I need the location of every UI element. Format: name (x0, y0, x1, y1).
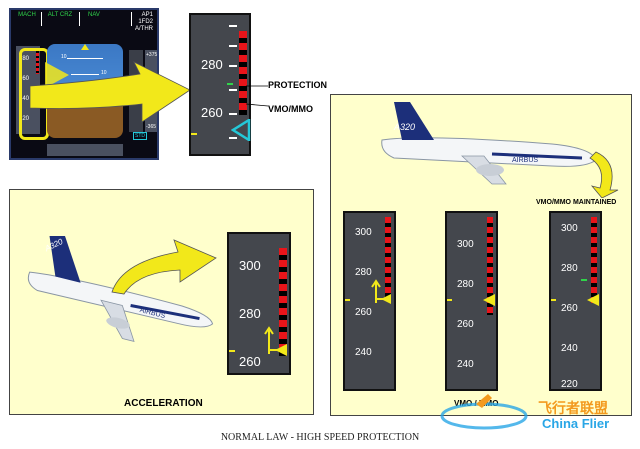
speed-tape-1: 300 280 260 240 (343, 211, 396, 391)
label-leader-lines (246, 85, 269, 107)
speed-label: 240 (355, 347, 372, 358)
heading-scale (47, 144, 123, 156)
pfd-speed-label: 280 (19, 56, 30, 62)
speed-label: 280 (355, 267, 372, 278)
acceleration-arrow-icon (111, 239, 217, 295)
speed-label: 260 (239, 354, 261, 369)
speed-label: 280 (561, 263, 578, 274)
speed-trend-triangle-icon (587, 294, 599, 306)
vmo-maintained-caption: VMO/MMO MAINTAINED (536, 199, 617, 206)
aircraft-nose-down-image: AIRBUS A320 (27, 236, 214, 342)
figure-caption: NORMAL LAW - HIGH SPEED PROTECTION (220, 432, 420, 443)
bank-pointer-icon (81, 44, 89, 50)
pitch-label: 10 (61, 54, 67, 60)
baro-std-label: STD (133, 132, 147, 140)
speed-reference-line (191, 133, 197, 135)
pitch-line (67, 58, 103, 59)
tape-tick (229, 137, 237, 139)
speed-reference-line (345, 299, 350, 301)
vmo-barber-pole (487, 217, 493, 315)
speed-label: 260 (355, 307, 372, 318)
speed-label: 240 (457, 359, 474, 370)
pfd-vmo-barber-pole (36, 48, 39, 74)
speed-label: 260 (561, 303, 578, 314)
speed-label: 260 (201, 105, 223, 120)
speed-trend-arrow-icon (371, 279, 391, 304)
pfd-speed-label: 260 (19, 76, 30, 82)
speed-tape-2: 300 280 260 240 (445, 211, 498, 391)
speed-trend-triangle-icon (231, 119, 251, 141)
protection-mark (227, 83, 233, 85)
speed-reference-line (447, 299, 452, 301)
watermark: 飞行者联盟 China Flier (440, 394, 640, 442)
tape-tick (229, 25, 237, 27)
tape-tick (229, 113, 237, 115)
vmo-barber-pole (385, 217, 391, 301)
speed-label: 240 (561, 343, 578, 354)
vmo-barber-pole (279, 248, 287, 356)
fma-ap1: AP1 (141, 12, 153, 18)
speed-label: 280 (201, 57, 223, 72)
tape-tick (229, 65, 237, 67)
pitch-up-arrow-icon (589, 151, 619, 198)
speed-label: 280 (457, 279, 474, 290)
zoomed-speed-tape: 280 260 (189, 13, 251, 156)
speed-label: 260 (457, 319, 474, 330)
watermark-en: China Flier (542, 416, 610, 431)
vmo-barber-pole (239, 31, 247, 115)
speed-reference-line (551, 299, 556, 301)
aircraft-level-image: AIRBUS A320 (381, 102, 597, 185)
altitude-label: -365 (146, 124, 157, 130)
vmo-barber-pole (591, 217, 597, 303)
fma-nav: NAV (88, 12, 100, 18)
tape-tick (229, 45, 237, 47)
acceleration-caption: ACCELERATION (124, 398, 203, 409)
pfd-speed-label: 220 (19, 116, 30, 122)
vmo-mmo-label: VMO/MMO (268, 104, 313, 114)
speed-trend-arrow-icon (264, 326, 287, 356)
fma-separator (131, 12, 132, 26)
fma-engagement: AP1 1FD2 A/THR (135, 12, 153, 33)
speed-label: 300 (239, 258, 261, 273)
speed-label: 280 (239, 306, 261, 321)
speed-label: 300 (355, 227, 372, 238)
fma-separator (41, 12, 42, 26)
speed-reference-line (229, 350, 235, 352)
fma-mach: MACH (18, 12, 36, 18)
pitch-line (71, 74, 99, 75)
pitch-label: 10 (101, 70, 107, 76)
fma-separator (79, 12, 80, 26)
tail-text: A320 (393, 122, 415, 132)
pfd-speed-label: 240 (19, 96, 30, 102)
speed-label: 300 (457, 239, 474, 250)
fma-fd: 1FD2 (138, 19, 153, 25)
speed-label: 220 (561, 379, 578, 390)
zoom-arrow-icon (30, 61, 191, 123)
altitude-label: +375 (146, 52, 158, 58)
fuselage-text: AIRBUS (512, 157, 538, 164)
speed-tape-3: 300 280 260 240 220 (549, 211, 602, 391)
fma-alt-crz: ALT CRZ (47, 12, 73, 18)
acceleration-speed-tape: 300 280 260 (227, 232, 291, 375)
speed-trend-triangle-icon (483, 294, 495, 306)
protection-mark (581, 279, 587, 281)
fma-athr: A/THR (135, 26, 153, 32)
speed-label: 300 (561, 223, 578, 234)
tape-tick (229, 89, 237, 91)
watermark-swoosh-icon (440, 394, 528, 430)
watermark-cn: 飞行者联盟 (538, 401, 608, 417)
protection-label: PROTECTION (268, 80, 328, 90)
